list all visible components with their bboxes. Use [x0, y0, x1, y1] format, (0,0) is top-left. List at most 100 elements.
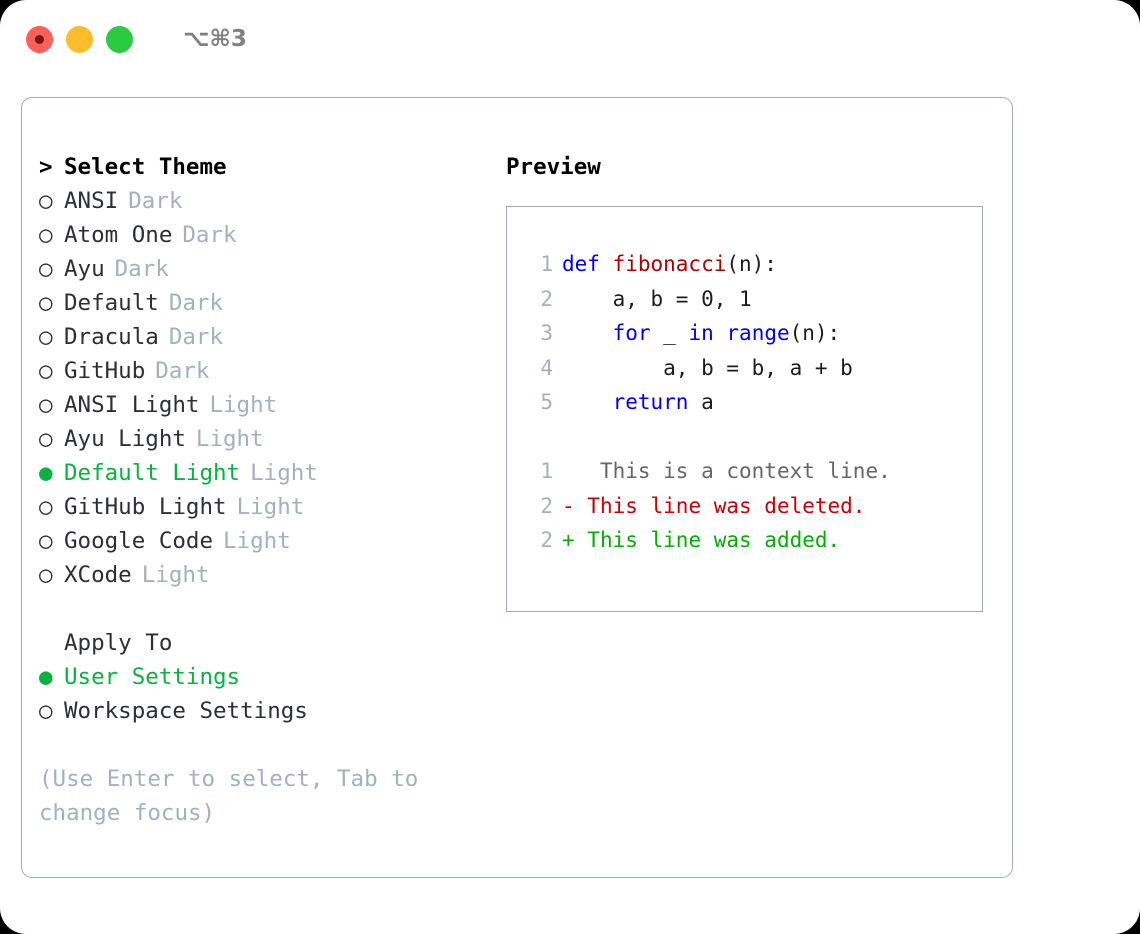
- close-button[interactable]: [26, 25, 53, 53]
- code-token: a, b = b, a + b: [562, 355, 853, 380]
- radio-unselected-icon: ○: [39, 426, 53, 452]
- code-line: 2 a, b = 0, 1: [527, 282, 982, 317]
- keyboard-shortcut-label: ⌥⌘3: [183, 26, 247, 52]
- diff-text: This line was added.: [587, 528, 841, 552]
- keyboard-hint: (Use Enter to select, Tab to change focu…: [39, 766, 432, 826]
- radio-unselected-icon: ○: [39, 290, 53, 316]
- theme-option-github-light[interactable]: ○ GitHub Light Light: [39, 490, 500, 524]
- code-token: [562, 390, 613, 414]
- apply-to-option-label: User Settings: [64, 664, 241, 690]
- theme-option-label: Ayu: [64, 256, 105, 282]
- theme-variant-tag: Light: [236, 494, 305, 520]
- theme-variant-tag: Light: [141, 562, 210, 588]
- theme-option-google-code[interactable]: ○ Google Code Light: [39, 524, 500, 558]
- theme-option-ayu-light[interactable]: ○ Ayu Light Light: [39, 422, 500, 456]
- code-token: for: [612, 321, 651, 345]
- apply-to-options: ● User Settings ○ Workspace Settings: [39, 660, 500, 728]
- theme-option-label: ANSI Light: [64, 392, 200, 418]
- theme-option-atom-one[interactable]: ○ Atom One Dark: [39, 218, 500, 252]
- traffic-lights: [26, 25, 133, 53]
- title-bar: ⌥⌘3: [0, 0, 1140, 78]
- radio-unselected-icon: ○: [39, 698, 53, 724]
- apply-to-header-row: Apply To: [39, 626, 500, 660]
- radio-unselected-icon: ○: [39, 528, 53, 554]
- radio-unselected-icon: ○: [39, 222, 53, 248]
- code-token: (n):: [726, 252, 777, 276]
- line-number: 2: [540, 528, 553, 552]
- caret-icon: >: [39, 154, 53, 180]
- theme-variant-tag: Dark: [168, 324, 224, 350]
- minimize-button[interactable]: [66, 25, 93, 53]
- code-token: in: [688, 321, 714, 345]
- diff-line-del: 2- This line was deleted.: [527, 489, 982, 524]
- maximize-button[interactable]: [106, 25, 133, 53]
- code-gap: [527, 420, 982, 455]
- line-number: 4: [540, 355, 553, 380]
- radio-selected-icon: ●: [39, 664, 53, 690]
- apply-to-option-workspace-settings[interactable]: ○ Workspace Settings: [39, 694, 500, 728]
- radio-selected-icon: ●: [39, 460, 53, 486]
- diff-line-add: 2+ This line was added.: [527, 523, 982, 558]
- line-number: 2: [540, 286, 553, 311]
- theme-variant-tag: Dark: [128, 188, 183, 214]
- theme-option-label: Default: [64, 290, 159, 316]
- code-token: return: [612, 390, 689, 414]
- apply-to-option-user-settings[interactable]: ● User Settings: [39, 660, 500, 694]
- code-line: 5 return a: [527, 385, 982, 420]
- theme-variant-tag: Light: [209, 392, 278, 418]
- code-token: (n):: [789, 321, 841, 345]
- theme-variant-tag: Dark: [182, 222, 237, 248]
- theme-option-label: XCode: [64, 562, 132, 588]
- radio-unselected-icon: ○: [39, 256, 53, 282]
- theme-variant-tag: Light: [195, 426, 264, 452]
- code-token: range: [726, 321, 790, 345]
- apply-to-option-label: Workspace Settings: [64, 698, 308, 724]
- code-token: [562, 321, 613, 345]
- theme-option-label: Atom One: [64, 222, 173, 248]
- diff-text: This line was deleted.: [587, 493, 866, 518]
- theme-option-label: GitHub Light: [64, 494, 227, 520]
- code-line: 4 a, b = b, a + b: [527, 351, 982, 386]
- theme-variant-tag: Dark: [114, 256, 169, 282]
- code-token: def: [562, 252, 613, 276]
- line-number: 5: [540, 390, 553, 414]
- diff-marker: -: [562, 493, 588, 518]
- theme-option-default-light[interactable]: ● Default Light Light: [39, 456, 500, 490]
- theme-option-github[interactable]: ○ GitHub Dark: [39, 354, 500, 388]
- theme-variant-tag: Light: [223, 528, 291, 554]
- theme-variant-tag: Dark: [155, 358, 210, 384]
- theme-option-label: Default Light: [64, 460, 241, 486]
- theme-option-label: Google Code: [64, 528, 214, 554]
- diff-line-ctx: 1 This is a context line.: [527, 454, 982, 489]
- preview-title: Preview: [506, 154, 601, 180]
- radio-unselected-icon: ○: [39, 358, 53, 384]
- radio-unselected-icon: ○: [39, 324, 53, 350]
- theme-option-dracula[interactable]: ○ Dracula Dark: [39, 320, 500, 354]
- line-number: 3: [540, 321, 553, 345]
- select-theme-header: >Select Theme: [39, 150, 500, 184]
- theme-variant-tag: Light: [250, 460, 318, 486]
- code-token: a, b = 0, 1: [562, 286, 752, 311]
- diff-text: This is a context line.: [587, 459, 891, 483]
- line-number: 1: [540, 459, 553, 483]
- radio-unselected-icon: ○: [39, 188, 53, 214]
- code-token: a: [688, 390, 714, 414]
- code-token: fibonacci: [612, 252, 727, 276]
- theme-option-ayu[interactable]: ○ Ayu Dark: [39, 252, 500, 286]
- theme-option-label: Dracula: [64, 324, 159, 350]
- radio-unselected-icon: ○: [39, 494, 53, 520]
- theme-option-default[interactable]: ○ Default Dark: [39, 286, 500, 320]
- theme-variant-tag: Dark: [168, 290, 224, 316]
- theme-option-label: Ayu Light: [64, 426, 186, 452]
- theme-option-label: GitHub: [64, 358, 146, 384]
